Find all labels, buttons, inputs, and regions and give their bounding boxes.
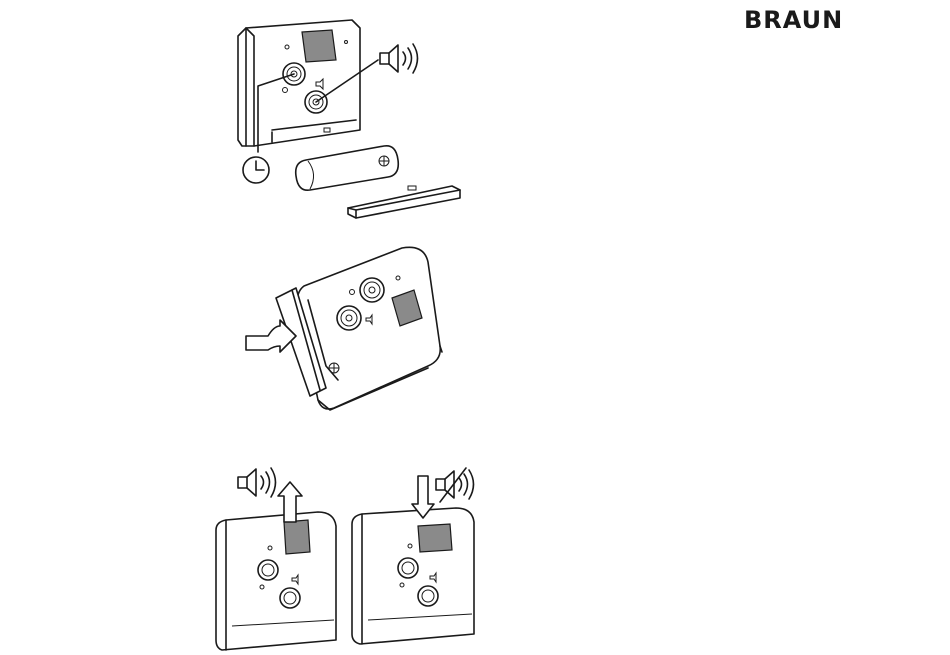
clock-alarm-off [352, 508, 474, 644]
speaker-grille [302, 30, 336, 62]
clock-icon [243, 157, 269, 183]
clock-alarm-on [216, 512, 336, 650]
speaker-muted-icon [436, 468, 474, 502]
figure-alarm-on-off [216, 468, 474, 650]
aa-battery [296, 146, 399, 190]
speaker-sound-on-icon [380, 44, 418, 73]
battery-cover [348, 186, 460, 218]
speaker-sound-on-icon-2 [238, 468, 276, 497]
plus-terminal-icon [379, 156, 389, 166]
figure-battery-insertion [238, 20, 460, 218]
figure-battery-cover-closing [246, 247, 442, 410]
